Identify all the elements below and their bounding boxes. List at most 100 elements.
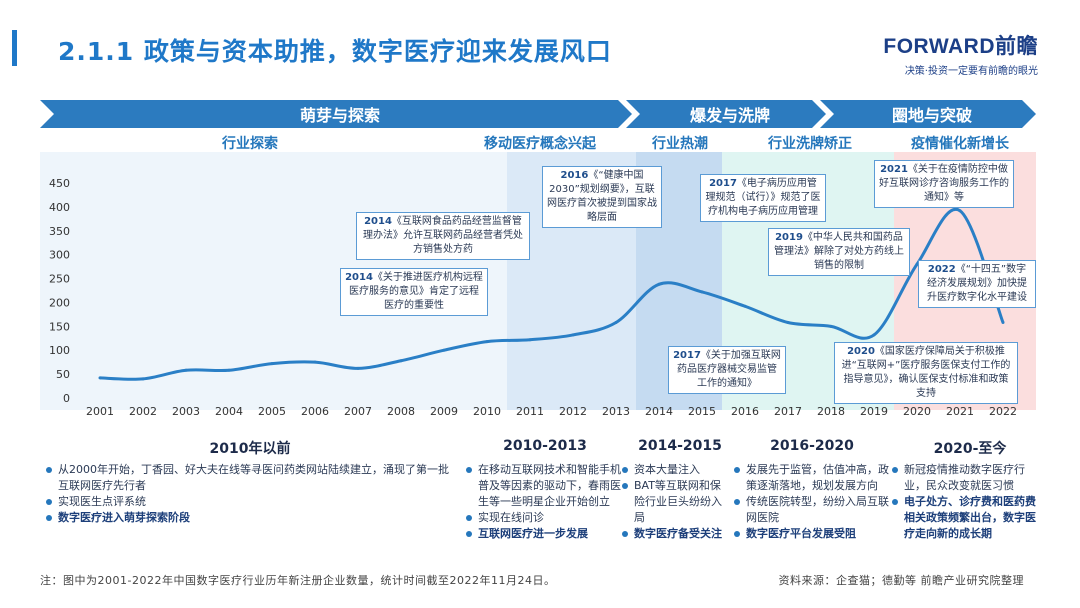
list-item: 发展先于监管，估值冲高，政策逐渐落地，规划发展方向 bbox=[732, 462, 890, 494]
phase-label-sprout: 萌芽与探索 bbox=[299, 106, 380, 125]
x-tick-label: 2017 bbox=[774, 405, 802, 418]
list-item: 实现医生点评系统 bbox=[44, 494, 454, 510]
data-point bbox=[141, 377, 145, 381]
period-list-2014-2015: 资本大量注入 BAT等互联网和保险行业巨头纷纷入局 数字医疗备受关注 bbox=[620, 462, 728, 542]
x-tick-label: 2015 bbox=[688, 405, 716, 418]
subphase-mobile: 移动医疗概念兴起 bbox=[484, 136, 596, 152]
x-tick-label: 2003 bbox=[172, 405, 200, 418]
data-point bbox=[399, 359, 403, 363]
data-point bbox=[485, 340, 489, 344]
period-head-pre2010: 2010年以前 bbox=[209, 441, 291, 457]
x-tick-label: 2019 bbox=[860, 405, 888, 418]
x-tick-label: 2009 bbox=[430, 405, 458, 418]
annotation-2016-health-china: 2016《“健康中国2030”规划纲要》，互联网医疗首次被提到国家战略层面 bbox=[542, 166, 662, 228]
period-head-2010-2013: 2010-2013 bbox=[503, 438, 587, 454]
list-item: 新冠疫情推动数字医疗行业，民众改变就医习惯 bbox=[890, 462, 1042, 494]
annotation-2021-covid: 2021《关于在疫情防控中做好互联网诊疗咨询服务工作的通知》等 bbox=[874, 160, 1014, 208]
annotation-2014-remote: 2014《关于推进医疗机构远程医疗服务的意见》肯定了远程医疗的重要性 bbox=[340, 268, 488, 316]
annotation-2019-drug-law: 2019《中华人民共和国药品管理法》解除了对处方药线上销售的限制 bbox=[768, 228, 910, 276]
data-point bbox=[270, 362, 274, 366]
x-tick-label: 2007 bbox=[344, 405, 372, 418]
data-point bbox=[700, 290, 704, 294]
x-tick-label: 2001 bbox=[86, 405, 114, 418]
period-list-2016-2020: 发展先于监管，估值冲高，政策逐渐落地，规划发展方向 传统医院转型，纷纷入局互联网… bbox=[732, 462, 890, 542]
period-head-2014-2015: 2014-2015 bbox=[638, 438, 722, 454]
x-tick-label: 2020 bbox=[903, 405, 931, 418]
phase-arrows bbox=[40, 100, 1036, 128]
brand-slogan: 决策·投资一定要有前瞻的眼光 bbox=[904, 66, 1038, 77]
x-tick-label: 2006 bbox=[301, 405, 329, 418]
list-item: 实现在线问诊 bbox=[464, 510, 624, 526]
list-item: 互联网医疗进一步发展 bbox=[464, 526, 624, 542]
data-point bbox=[958, 209, 962, 213]
period-list-2010-2013: 在移动互联网技术和智能手机普及等因素的驱动下，春雨医生等一些明星企业开始创立 实… bbox=[464, 462, 624, 542]
list-item: 资本大量注入 bbox=[620, 462, 728, 478]
data-point bbox=[571, 333, 575, 337]
x-tick-label: 2002 bbox=[129, 405, 157, 418]
x-tick-label: 2013 bbox=[602, 405, 630, 418]
x-tick-label: 2010 bbox=[473, 405, 501, 418]
list-item: 电子处方、诊疗费和医药费相关政策频繁出台，数字医疗走向新的成长期 bbox=[890, 494, 1042, 542]
x-tick-label: 2014 bbox=[645, 405, 673, 418]
annotation-2017-trade: 2017《关于加强互联网药品医疗器械交易监管工作的通知》 bbox=[668, 346, 786, 394]
x-tick-label: 2021 bbox=[946, 405, 974, 418]
title-accent-bar bbox=[12, 30, 17, 66]
period-head-2020-now: 2020-至今 bbox=[933, 441, 1007, 457]
x-tick-label: 2016 bbox=[731, 405, 759, 418]
data-point bbox=[1001, 321, 1005, 325]
subphase-covid: 疫情催化新增长 bbox=[911, 136, 1009, 152]
data-point bbox=[184, 368, 188, 372]
annotation-2022-digital: 2022《“十四五”数字经济发展规划》加快提升医疗数字化水平建设 bbox=[918, 260, 1036, 308]
period-list-pre2010: 从2000年开始，丁香园、好大夫在线等寻医问药类网站陆续建立，涌现了第一批互联网… bbox=[44, 462, 454, 526]
subphase-explore: 行业探索 bbox=[222, 136, 278, 152]
data-point bbox=[915, 262, 919, 266]
data-point bbox=[872, 333, 876, 337]
list-item: 在移动互联网技术和智能手机普及等因素的驱动下，春雨医生等一些明星企业开始创立 bbox=[464, 462, 624, 510]
x-tick-label: 2004 bbox=[215, 405, 243, 418]
data-point bbox=[528, 338, 532, 342]
y-tick-label: 100 bbox=[49, 344, 70, 357]
footnote: 注：图中为2001-2022年中国数字医疗行业历年新注册企业数量，统计时间截至2… bbox=[40, 574, 556, 587]
source-note: 资料来源：企查猫；德勤等 前瞻产业研究院整理 bbox=[778, 574, 1024, 587]
data-point bbox=[786, 321, 790, 325]
list-item: BAT等互联网和保险行业巨头纷纷入局 bbox=[620, 478, 728, 526]
data-point bbox=[98, 376, 102, 380]
list-item: 传统医院转型，纷纷入局互联网医院 bbox=[732, 494, 890, 526]
subphase-shuffle: 行业洗牌矫正 bbox=[768, 136, 852, 152]
phase-arrow-boom bbox=[626, 100, 826, 128]
y-tick-label: 250 bbox=[49, 273, 70, 286]
data-point bbox=[313, 360, 317, 364]
data-point bbox=[743, 304, 747, 308]
data-point bbox=[657, 282, 661, 286]
subphase-hot: 行业热潮 bbox=[652, 136, 708, 152]
x-tick-label: 2005 bbox=[258, 405, 286, 418]
y-tick-label: 400 bbox=[49, 201, 70, 214]
list-item: 数字医疗备受关注 bbox=[620, 526, 728, 542]
data-point bbox=[829, 324, 833, 328]
period-head-2016-2020: 2016-2020 bbox=[770, 438, 854, 454]
list-item: 数字医疗平台发展受阻 bbox=[732, 526, 890, 542]
brand: FORWARD前瞻 决策·投资一定要有前瞻的眼光 bbox=[883, 30, 1038, 77]
y-tick-label: 450 bbox=[49, 177, 70, 190]
data-point bbox=[442, 348, 446, 352]
x-tick-label: 2008 bbox=[387, 405, 415, 418]
phase-label-enclosure: 圈地与突破 bbox=[891, 106, 972, 125]
phase-arrow-enclosure bbox=[820, 100, 1036, 128]
list-item: 数字医疗进入萌芽探索阶段 bbox=[44, 510, 454, 526]
x-tick-label: 2022 bbox=[989, 405, 1017, 418]
annotation-2014-drugs: 2014《互联网食品药品经营监督管理办法》允许互联网药品经营者凭处方销售处方药 bbox=[356, 212, 530, 260]
y-tick-label: 200 bbox=[49, 296, 70, 309]
data-point bbox=[356, 366, 360, 370]
phase-arrow-sprout bbox=[40, 100, 632, 128]
phase-label-boom: 爆发与洗牌 bbox=[689, 106, 770, 125]
list-item: 从2000年开始，丁香园、好大夫在线等寻医问药类网站陆续建立，涌现了第一批互联网… bbox=[44, 462, 454, 494]
y-tick-label: 150 bbox=[49, 320, 70, 333]
data-point bbox=[227, 368, 231, 372]
period-list-2020-now: 新冠疫情推动数字医疗行业，民众改变就医习惯 电子处方、诊疗费和医药费相关政策频繁… bbox=[890, 462, 1042, 542]
page-title: 2.1.1 政策与资本助推，数字医疗迎来发展风口 bbox=[58, 37, 612, 66]
annotation-2017-emr: 2017《电子病历应用管理规范（试行）》规范了医疗机构电子病历应用管理 bbox=[700, 174, 826, 222]
x-tick-label: 2012 bbox=[559, 405, 587, 418]
annotation-2020-insurance: 2020《国家医疗保障局关于积极推进“互联网+”医疗服务医保支付工作的指导意见》… bbox=[834, 342, 1018, 404]
x-tick-label: 2011 bbox=[516, 405, 544, 418]
data-point bbox=[614, 321, 618, 325]
